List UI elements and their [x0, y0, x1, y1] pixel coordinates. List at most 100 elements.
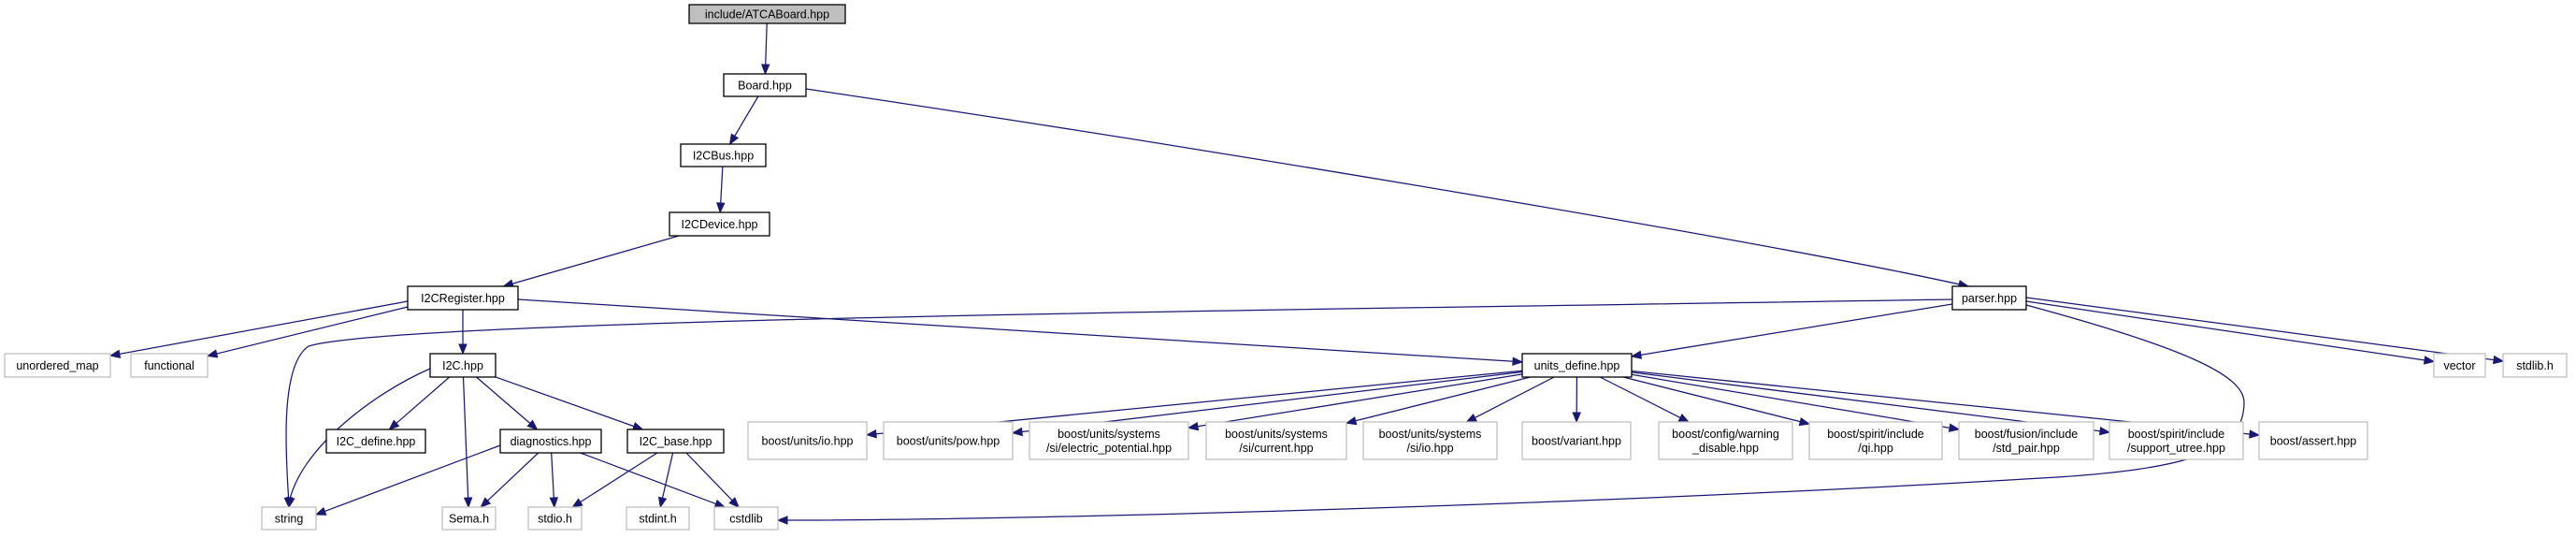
edge-line — [781, 304, 2245, 521]
node-box — [130, 353, 209, 378]
node-box — [407, 285, 519, 311]
node-label: boost/units/io.hpp — [762, 435, 854, 448]
node-box — [883, 421, 1014, 460]
node-bqi: boost/spirit/include/qi.hpp — [1808, 421, 1943, 460]
edge-units-to-bqi — [1622, 376, 1811, 427]
edge-parser-to-string — [283, 298, 1953, 509]
node-box — [2433, 353, 2486, 378]
node-i2cbase[interactable]: I2C_base.hpp — [626, 429, 725, 454]
arrowhead — [1011, 427, 1023, 437]
arrowhead — [388, 419, 400, 430]
edge-i2c-to-string — [286, 368, 431, 509]
edge-line — [395, 376, 451, 425]
edge-atca-to-board — [761, 22, 770, 76]
edge-parser-to-units — [1630, 303, 1953, 359]
arrowhead — [1948, 423, 1961, 432]
node-label: boost/spirit/include — [2128, 428, 2225, 441]
edge-line — [517, 298, 1515, 362]
node-label: units_define.hpp — [1534, 359, 1620, 372]
edge-line — [1474, 376, 1555, 419]
node-label: diagnostics.hpp — [511, 435, 592, 448]
edge-line — [1639, 303, 1953, 356]
edge-parser-to-stdlib — [2025, 297, 2505, 365]
node-box — [429, 353, 496, 378]
edge-line — [495, 376, 636, 428]
arrowhead — [480, 497, 492, 508]
node-i2cbus[interactable]: I2CBus.hpp — [680, 143, 767, 167]
arrowhead — [2423, 356, 2436, 365]
node-box — [261, 506, 317, 531]
node-label: boost/fusion/include — [1975, 428, 2079, 441]
node-bsiio: boost/units/systems/si/io.hpp — [1362, 421, 1498, 460]
arrowhead — [1630, 350, 1643, 359]
node-atca[interactable]: include/ATCABoard.hpp — [688, 4, 846, 24]
edge-line — [580, 452, 717, 505]
edge-i2c-to-diag — [476, 376, 539, 430]
node-box — [626, 429, 725, 454]
node-label: I2CRegister.hpp — [421, 292, 505, 305]
edge-units-to-bvariant — [1572, 376, 1581, 424]
node-box — [2502, 353, 2568, 378]
node-box — [1951, 285, 2027, 311]
node-i2cdevice[interactable]: I2CDevice.hpp — [669, 211, 770, 237]
node-box — [1958, 421, 2094, 460]
node-i2c[interactable]: I2C.hpp — [429, 353, 496, 378]
node-box — [626, 506, 690, 531]
edge-line — [805, 88, 1969, 287]
edge-i2cbus-to-i2cdevice — [716, 166, 726, 214]
node-parser[interactable]: parser.hpp — [1951, 285, 2027, 311]
node-label: boost/config/warning — [1672, 428, 1779, 441]
node-label: /std_pair.hpp — [1993, 442, 2060, 455]
node-box — [2108, 421, 2244, 460]
node-i2cdefine[interactable]: I2C_define.hpp — [325, 429, 426, 454]
node-cstdlib: cstdlib — [713, 506, 779, 531]
nodes-layer: include/ATCABoard.hppBoard.hppI2CBus.hpp… — [4, 4, 2568, 531]
node-label: unordered_map — [16, 359, 98, 372]
node-label: stdio.h — [538, 513, 572, 526]
node-label: boost/variant.hpp — [1532, 435, 1621, 448]
edge-i2cbase-to-stdint — [658, 452, 674, 509]
node-bassert: boost/assert.hpp — [2258, 421, 2368, 460]
edge-line — [118, 300, 409, 356]
node-label: vector — [2443, 359, 2475, 372]
node-unordered: unordered_map — [4, 353, 111, 378]
node-label: /support_utree.hpp — [2127, 442, 2225, 455]
edge-diag-to-sema — [480, 452, 540, 508]
edge-line — [285, 298, 1953, 504]
arrowhead — [108, 349, 122, 358]
edge-i2c-to-i2cbase — [495, 376, 644, 430]
node-vector: vector — [2433, 353, 2486, 378]
node-stdlib: stdlib.h — [2502, 353, 2568, 378]
arrowhead — [713, 499, 727, 508]
edge-diag-to-stdio — [549, 452, 559, 509]
arrowhead — [776, 516, 788, 525]
node-units[interactable]: units_define.hpp — [1521, 353, 1633, 378]
node-board[interactable]: Board.hpp — [723, 73, 807, 97]
edge-line — [733, 95, 759, 138]
edge-i2cdevice-to-i2creg — [502, 235, 680, 288]
arrowhead — [716, 202, 726, 214]
edge-line — [1599, 376, 1682, 419]
arrowhead — [1798, 416, 1811, 427]
node-bpow: boost/units/pow.hpp — [883, 421, 1014, 460]
edge-line — [1196, 373, 1523, 428]
node-box — [680, 143, 767, 167]
arrowhead — [571, 498, 583, 508]
node-label: boost/spirit/include — [1827, 428, 1924, 441]
arrowhead — [2098, 427, 2111, 436]
node-label: boost/units/systems — [1058, 428, 1160, 441]
node-box — [2258, 421, 2368, 460]
arrowhead — [1677, 414, 1691, 423]
edge-i2creg-to-i2c — [458, 310, 468, 356]
edge-line — [215, 306, 409, 355]
edge-units-to-bcur — [1345, 376, 1531, 426]
node-box — [669, 211, 770, 237]
node-bunitsio: boost/units/io.hpp — [747, 421, 868, 460]
node-label: stdlib.h — [2516, 359, 2554, 372]
node-label: /qi.hpp — [1858, 442, 1893, 455]
node-label: Board.hpp — [738, 80, 792, 93]
node-diag[interactable]: diagnostics.hpp — [499, 429, 602, 454]
node-i2creg[interactable]: I2CRegister.hpp — [407, 285, 519, 311]
node-bvariant: boost/variant.hpp — [1521, 421, 1632, 460]
node-string: string — [261, 506, 317, 531]
